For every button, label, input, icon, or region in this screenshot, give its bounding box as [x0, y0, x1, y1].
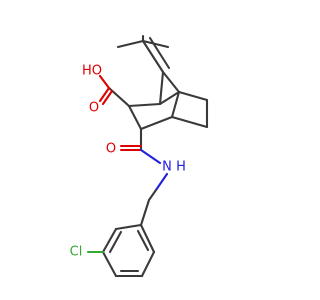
aromatic-bond-1 — [114, 223, 143, 231]
amide-group: O N H — [106, 127, 186, 175]
carboxylic-acid-group: HO O — [82, 64, 131, 116]
aromatic-inner-bond-1 — [108, 230, 123, 254]
aromatic-inner-bond-3 — [136, 229, 150, 252]
hydroxyl-label: HO — [82, 64, 102, 79]
exocyclic-double-bond-a — [141, 39, 165, 74]
methyl-bond-left — [116, 39, 145, 49]
aromatic-bond-5 — [140, 250, 156, 278]
chlorine-substituent: Cl — [70, 245, 105, 260]
ring-bond-6 — [127, 104, 143, 131]
molecule-canvas: HO O O N H — [69, 34, 209, 278]
ethyl-linker — [139, 172, 169, 227]
ring-bond-4 — [170, 90, 181, 119]
linker-bond-1 — [147, 188, 158, 202]
methyl-bond-right — [141, 39, 170, 49]
amide-nitrogen-bond — [139, 148, 162, 165]
bicyclic-core — [127, 70, 209, 131]
aromatic-bond-6 — [139, 223, 156, 254]
chlorine-label: Cl — [70, 245, 83, 260]
acid-oxygen-label: O — [89, 101, 99, 116]
ring-bond-7 — [127, 102, 162, 108]
acid-carbonyl-bond-b — [101, 89, 114, 106]
exocyclic-double-bond-b — [148, 36, 171, 70]
ring-bond-3 — [170, 115, 209, 129]
acid-oh-bond — [98, 74, 111, 90]
acid-carbonyl-bond-a — [98, 86, 111, 103]
linker-nitrogen-bond — [154, 172, 169, 192]
structure-drawing: HO O O N H — [70, 34, 209, 278]
amide-nitrogen-label: N — [162, 160, 172, 175]
isopropylidene-group — [116, 34, 171, 74]
bridge-bond-left — [158, 70, 165, 106]
aromatic-bond-2 — [101, 227, 118, 254]
bridge-bond-right — [161, 70, 181, 94]
ring-bond-1 — [177, 90, 209, 102]
chlorophenyl-ring — [101, 223, 156, 278]
amide-hydrogen-label: H — [176, 160, 186, 175]
amide-oxygen-label: O — [106, 142, 116, 157]
linker-bond-2 — [139, 198, 151, 227]
aromatic-bond-3 — [101, 250, 118, 278]
ring-bond-8 — [158, 90, 181, 106]
ring-bond-5 — [139, 115, 174, 131]
